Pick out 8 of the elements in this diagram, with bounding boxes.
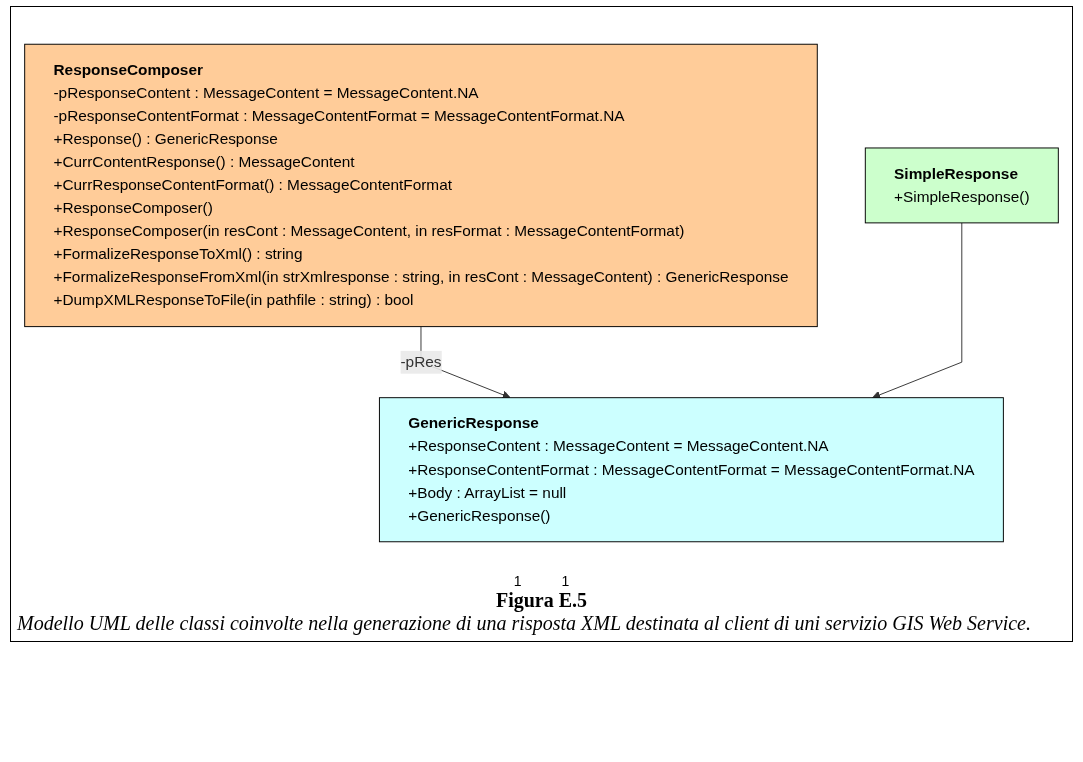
multiplicity-label: 1: [561, 573, 570, 589]
multiplicity-label: 1: [513, 573, 522, 589]
node-box: GenericResponse +ResponseContent : MessageContent = MessageContent.NA +ResponseContentFormat : MessageContentFormat = MessageContentFormat.NA +Body : ArrayList = null +GenericResponse(): [378, 397, 1004, 543]
node-box: ResponseComposer -pResponseContent : MessageContent = MessageContent.NA -pResponseContentFormat : MessageContentFormat = MessageContentFormat.NA +Response() : GenericResponse +CurrContentResponse() : MessageContent +CurrResponseContentFormat() : MessageContentFormat +ResponseComposer() +ResponseComposer(in resCont : MessageContent, in resFormat : MessageContentFormat) +FormalizeResponseToXml() : string +FormalizeResponseFromXml(in strXmlresponse : string, in resCont : MessageContent) : GenericResponse +DumpXMLResponseToFile(in pathfile : string) : bool: [24, 43, 818, 328]
node-box: SimpleResponse +SimpleResponse(): [864, 147, 1059, 224]
edge-label: -pRes: [400, 353, 442, 370]
caption-text: Modello UML delle classi coinvolte nella generazione di una risposta XML destinata al client di uni servizio GIS Web Service.: [17, 612, 1032, 635]
figure-caption: Figura E.5: [494, 589, 589, 612]
